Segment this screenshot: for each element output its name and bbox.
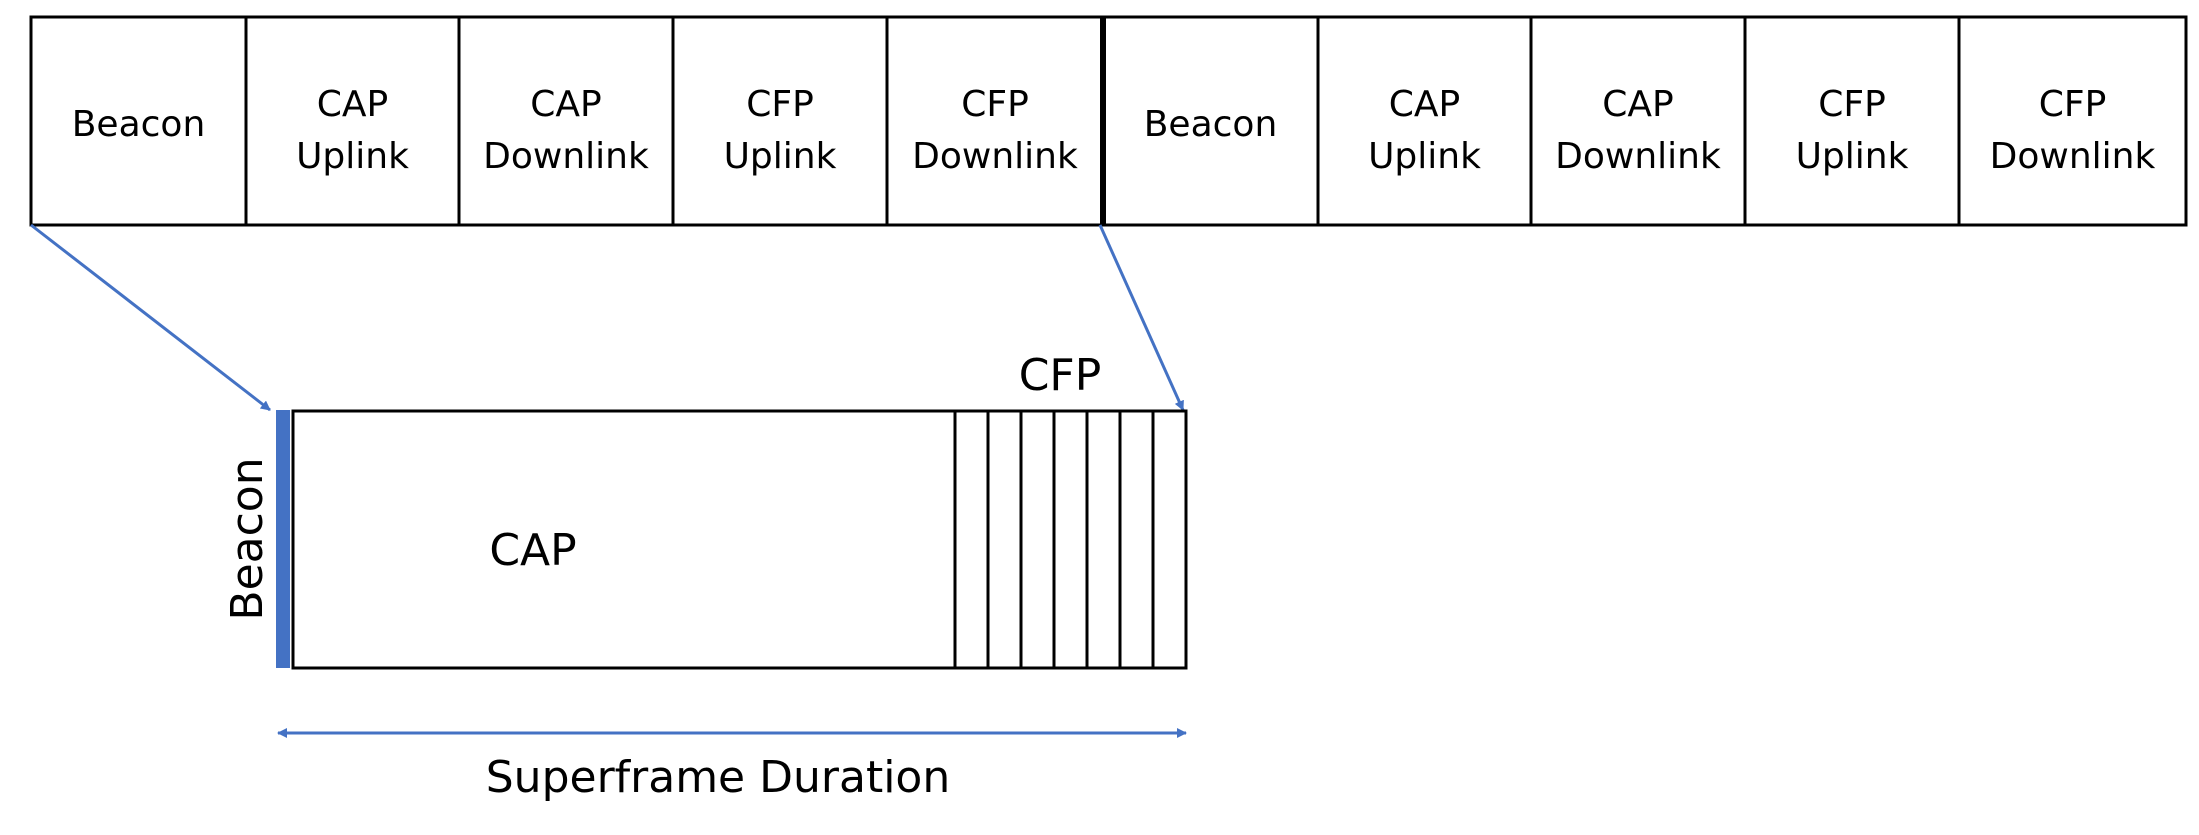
- top-row-dividers: [244, 17, 1961, 225]
- top-row-cell-label: CAP: [530, 84, 601, 125]
- top-row-cell: CFP Downlink: [912, 84, 1078, 177]
- top-row-cell-label: Uplink: [724, 136, 837, 177]
- top-row-cell: Beacon: [1144, 104, 1278, 145]
- cfp-slots: [953, 411, 1155, 668]
- cap-label: CAP: [489, 525, 576, 576]
- top-row-cell-label: Beacon: [1144, 104, 1278, 145]
- superframe-detail: CAP CFP Beacon: [222, 350, 1188, 670]
- top-row-cell-label: CFP: [746, 84, 814, 125]
- top-row-cell: CAP Uplink: [1368, 84, 1481, 177]
- top-row-frame: Beacon CAP Uplink CAP Downlink CFP Uplink CFP Do…: [29, 15, 2188, 227]
- top-row-cell-label: Downlink: [1555, 136, 1721, 177]
- top-row-cell: CAP Downlink: [483, 84, 649, 177]
- top-row-cell-label: Beacon: [72, 104, 206, 145]
- top-row-cell-label: CFP: [2039, 84, 2107, 125]
- top-row-cell: CFP Uplink: [724, 84, 837, 177]
- top-row-cell: Beacon: [72, 104, 206, 145]
- top-row-border: [29, 15, 2188, 227]
- cfp-zoom-arrow: [1098, 224, 1185, 411]
- top-row-cell-label: CAP: [317, 84, 388, 125]
- beacon-vertical-label: Beacon: [222, 457, 273, 620]
- superframe-box: [291, 409, 1188, 670]
- top-row-cell: CAP Uplink: [296, 84, 409, 177]
- top-row-labels: Beacon CAP Uplink CAP Downlink CFP Uplink CFP Do…: [72, 84, 2156, 177]
- superframe-duration-label: Superframe Duration: [486, 752, 950, 803]
- top-row-cell-label: Uplink: [1368, 136, 1481, 177]
- top-row-cell-label: Uplink: [296, 136, 409, 177]
- cfp-label: CFP: [1019, 350, 1102, 401]
- top-row-cell-label: CFP: [961, 84, 1029, 125]
- top-row-cell-label: CFP: [1818, 84, 1886, 125]
- top-row-cell-label: Uplink: [1796, 136, 1909, 177]
- top-row-cell-label: Downlink: [912, 136, 1078, 177]
- top-row-cell: CAP Downlink: [1555, 84, 1721, 177]
- top-row-cell: CFP Uplink: [1796, 84, 1909, 177]
- top-row-cell-label: Downlink: [1990, 136, 2156, 177]
- beacon-zoom-arrow: [30, 223, 271, 412]
- top-row-cell: CFP Downlink: [1990, 84, 2156, 177]
- top-row-cell-label: CAP: [1389, 84, 1460, 125]
- beacon-bar: [276, 410, 290, 668]
- top-row-cell-label: CAP: [1602, 84, 1673, 125]
- top-row-cell-label: Downlink: [483, 136, 649, 177]
